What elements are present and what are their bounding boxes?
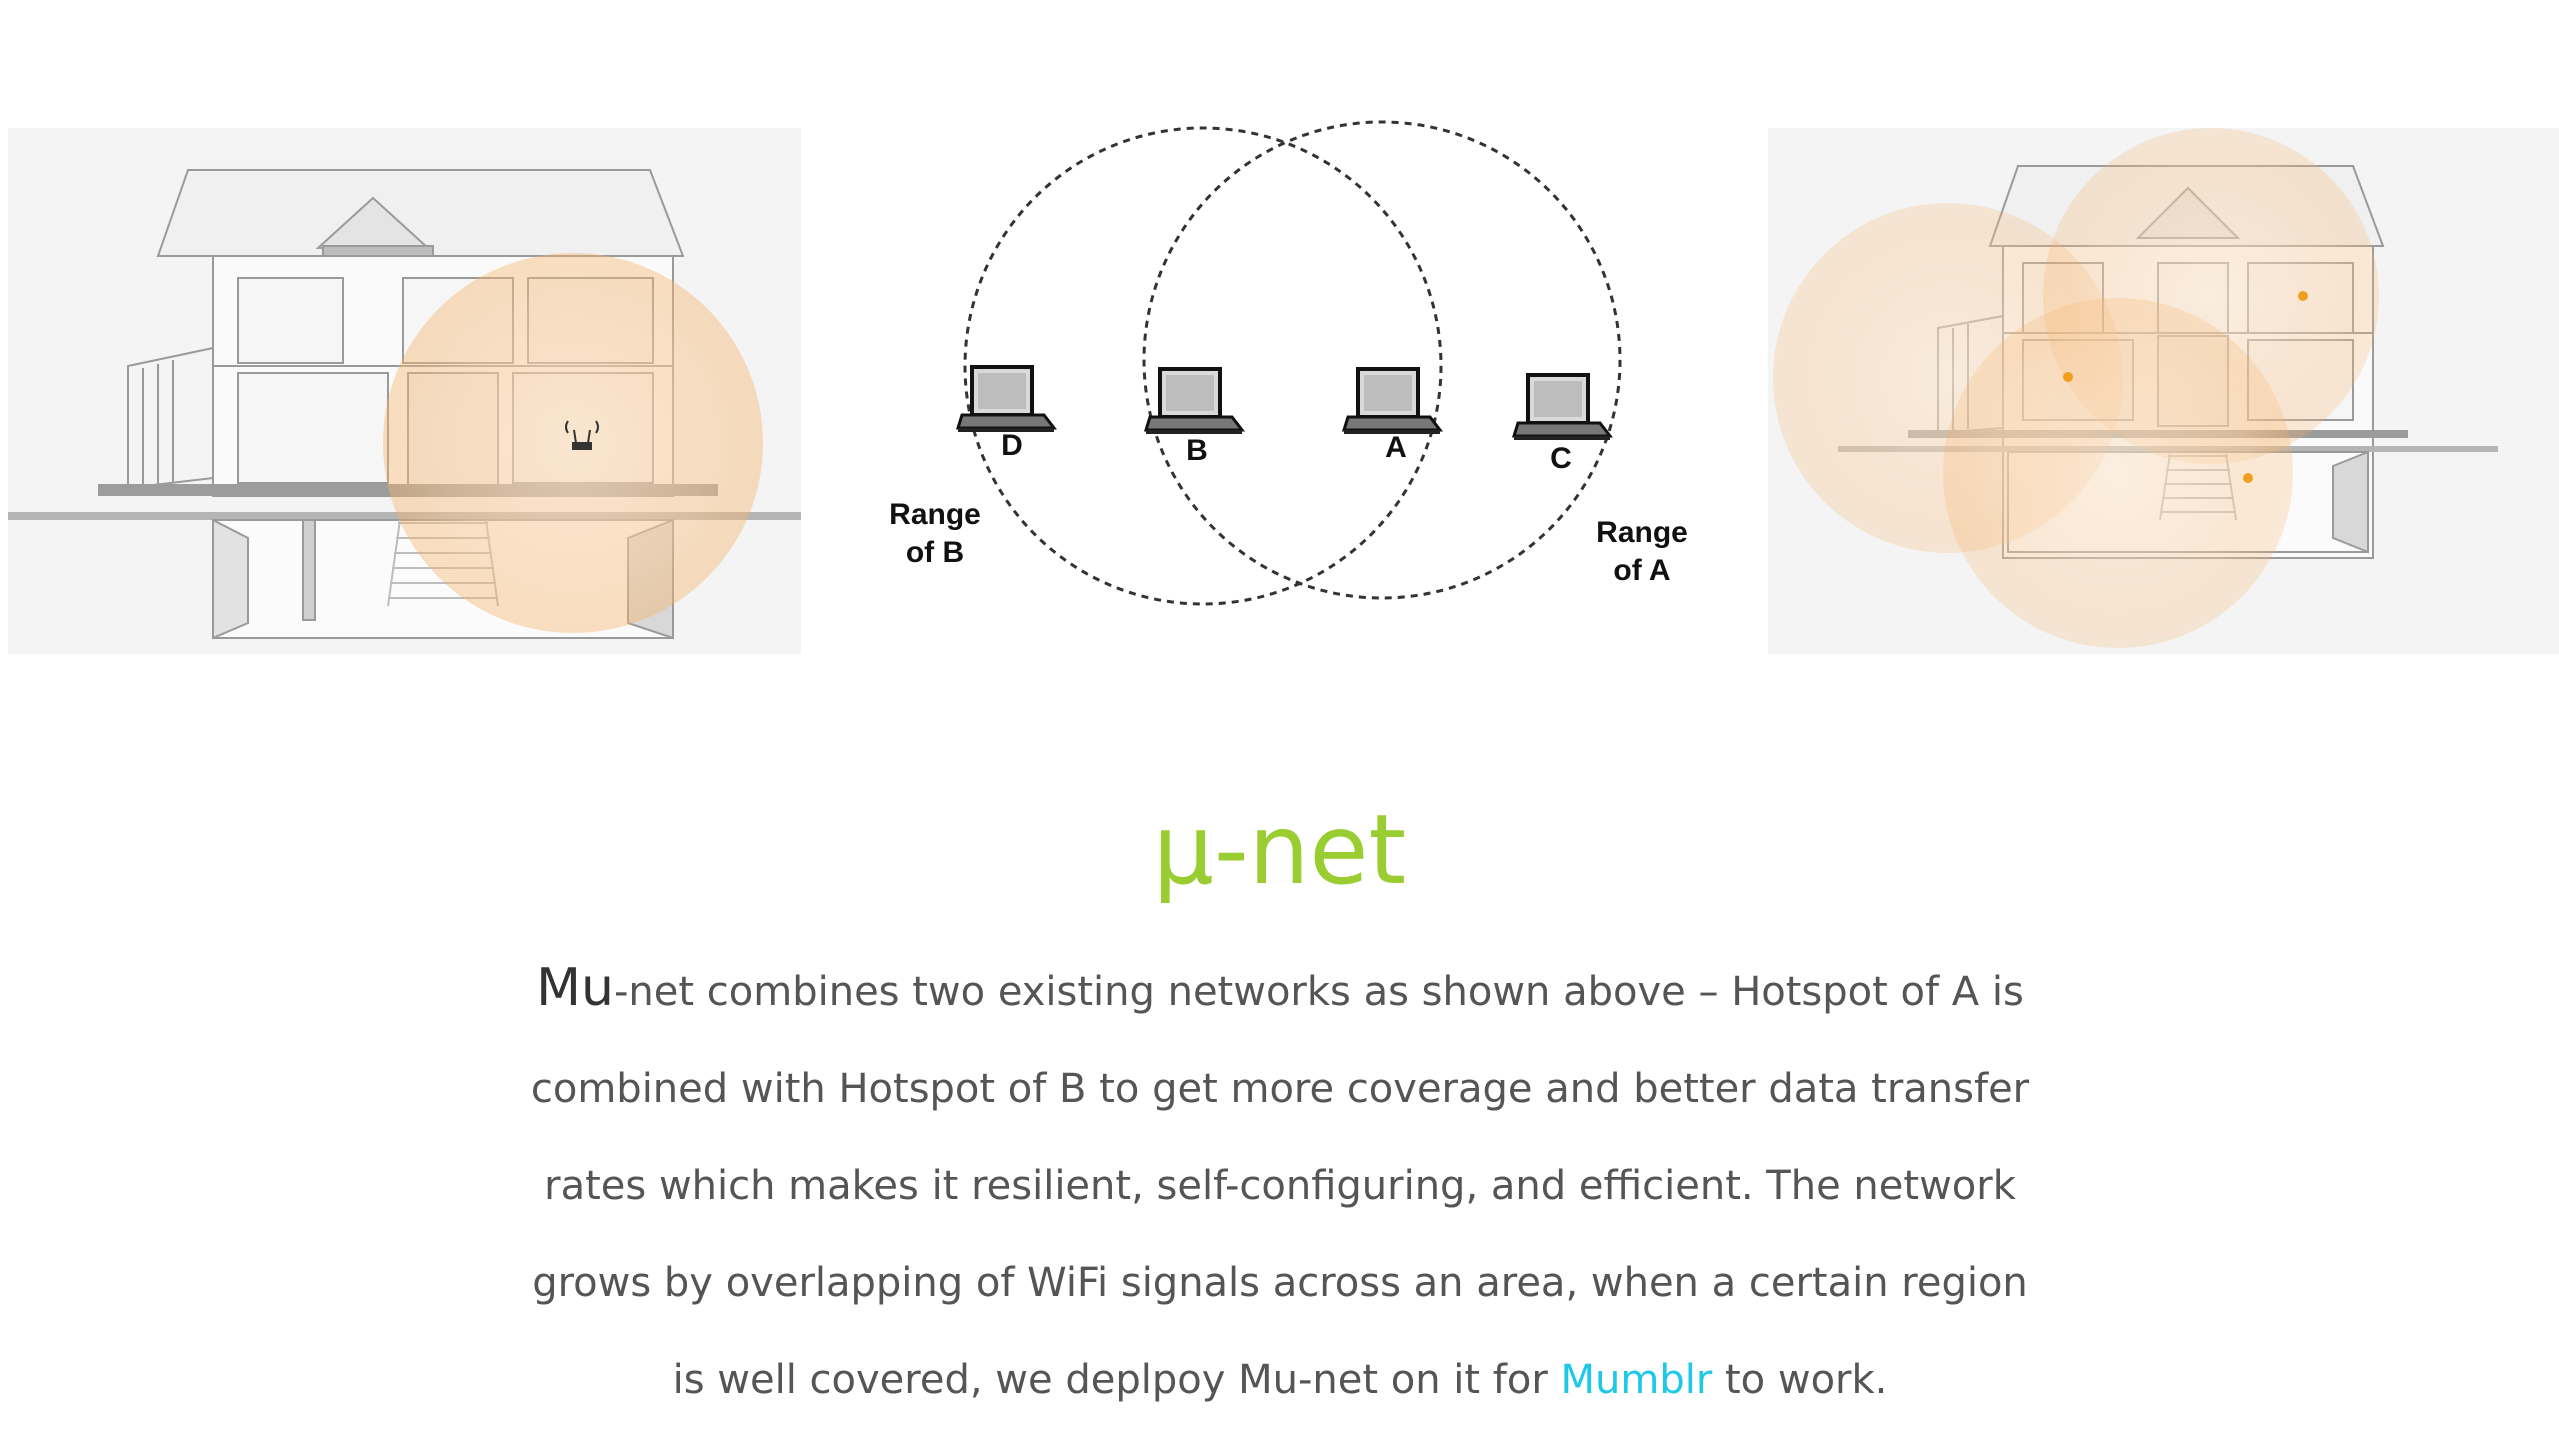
page-title: µ-net (1152, 794, 1407, 906)
hotspot-node-dot (2243, 473, 2253, 483)
description-lead-word: Mu (536, 958, 614, 1018)
node-label-c: C (1550, 442, 1572, 475)
hotspot-node-dot (2298, 291, 2308, 301)
range-of-a-label-line2: of A (1613, 554, 1670, 587)
hotspot-node-dot (2063, 372, 2073, 382)
mumblr-link[interactable]: Mumblr (1560, 1357, 1713, 1403)
range-of-b-label-line1: Range (889, 498, 981, 531)
house-multi-hotspot-illustration (1768, 128, 2559, 654)
node-label-b: B (1186, 434, 1208, 467)
router-icon (565, 420, 599, 450)
house-single-hotspot-illustration (8, 128, 801, 654)
hotspot-overlap-diagram: D B A C Range of B Range of A (860, 120, 1760, 660)
laptop-icon (1144, 367, 1244, 436)
node-label-a: A (1385, 431, 1407, 464)
description-text-part1: -net combines two existing networks as s… (530, 969, 2030, 1403)
description-text-part2: to work. (1712, 1357, 1888, 1403)
range-of-b-circle (963, 126, 1443, 606)
description-paragraph: Mu-net combines two existing networks as… (520, 940, 2040, 1429)
range-of-b-label-line2: of B (906, 536, 964, 569)
range-of-a-circle (1142, 120, 1622, 600)
range-of-a-label-line1: Range (1596, 516, 1688, 549)
laptop-icon (1512, 373, 1612, 442)
laptop-icon (1342, 367, 1442, 436)
node-label-d: D (1001, 429, 1023, 462)
laptop-icon (956, 365, 1056, 434)
